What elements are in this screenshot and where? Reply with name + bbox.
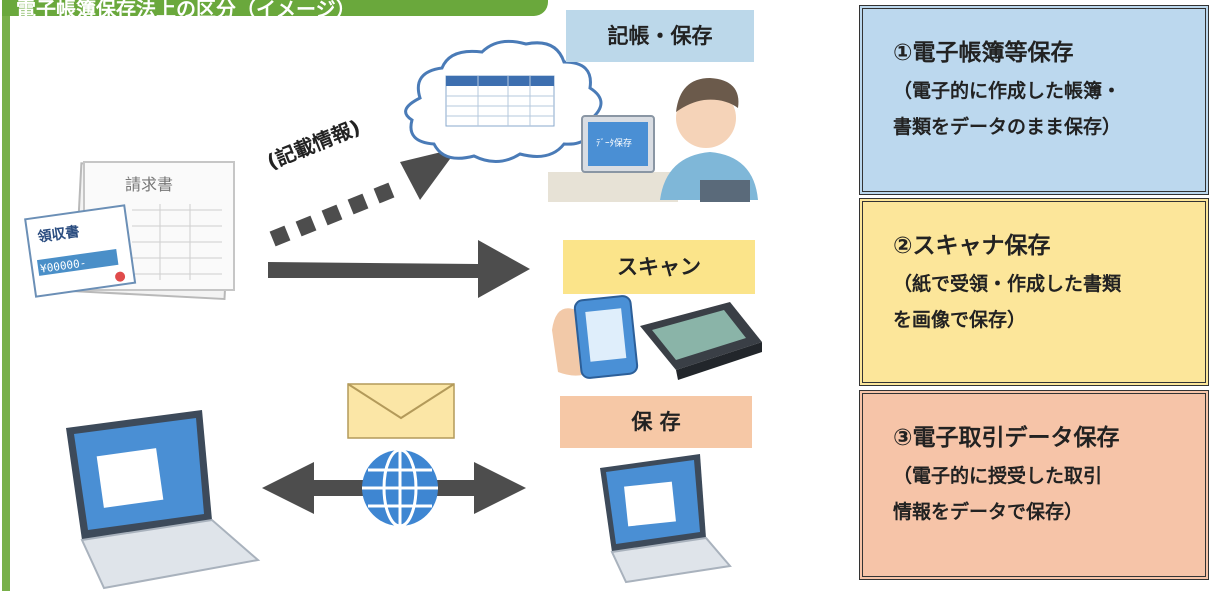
envelope-icon [347,383,455,439]
category-description: （紙で受領・作成した書類 を画像で保存） [893,273,1122,331]
scan-arrow [268,240,530,298]
scan-label: スキャン [563,240,755,294]
category-description: （電子的に授受した取引 情報をデータで保存） [893,465,1103,523]
laptop-right [600,454,732,584]
category-description: （電子的に作成した帳簿・ 書類をデータのまま保存） [893,80,1122,138]
diagram-art: 請求書 領収書 ¥00000- [24,39,762,590]
save-label: 保 存 [560,396,752,448]
category-title: ③電子取引データ保存 [893,425,1120,451]
info-dashed-arrow [269,148,458,247]
person-at-desk: ﾃﾞｰﾀ保存 [548,78,758,202]
section-title: 電子帳簿保存法上の区分（イメージ） [2,0,548,16]
screen-caption: ﾃﾞｰﾀ保存 [596,137,632,149]
invoice-title: 請求書 [125,175,173,194]
laptop-left [66,410,261,590]
panel-frame [2,0,10,591]
category-box-electronic-transaction: ③電子取引データ保存 （電子的に授受した取引 情報をデータで保存） [859,390,1209,580]
receipt-amount: ¥00000- [39,256,87,275]
category-box-scanner: ②スキャナ保存 （紙で受領・作成した書類 を画像で保存） [859,198,1209,386]
category-title: ①電子帳簿等保存 [893,40,1074,66]
globe-icon [362,448,438,528]
category-box-electronic-books: ①電子帳簿等保存 （電子的に作成した帳簿・ 書類をデータのまま保存） [859,5,1209,195]
category-title: ②スキャナ保存 [893,233,1051,259]
receipt-title: 領収書 [37,223,81,246]
scanner-devices [552,295,762,380]
cloud-ledger [404,39,603,163]
paper-documents: 請求書 領収書 ¥00000- [24,161,235,301]
record-label: 記帳・保存 [566,10,754,62]
diagram-stage: 請求書 領収書 ¥00000- [24,39,762,590]
